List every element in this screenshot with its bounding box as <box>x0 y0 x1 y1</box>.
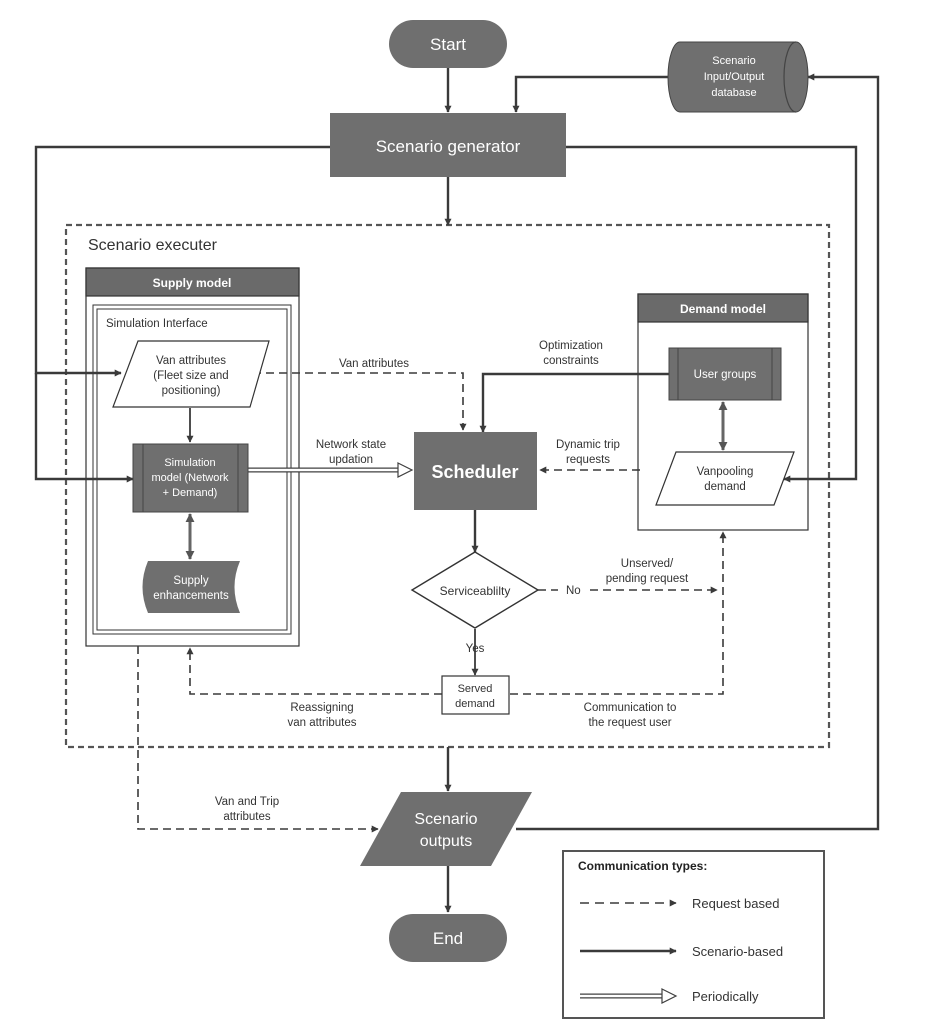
label-unserved-2: pending request <box>606 573 689 585</box>
supply-model-title: Supply model <box>153 276 232 290</box>
edge-supply-to-outputs <box>137 646 379 833</box>
start-node: Start <box>389 20 507 68</box>
scheduler-node: Scheduler <box>414 432 537 510</box>
served-demand-line-2: demand <box>455 698 495 710</box>
served-demand-line-1: Served <box>458 683 493 695</box>
supply-enhancements-line-1: Supply <box>173 575 208 587</box>
start-label: Start <box>430 35 466 54</box>
end-node: End <box>389 914 507 962</box>
legend-scenario-label: Scenario-based <box>692 944 783 959</box>
label-communication-2: the request user <box>588 717 671 729</box>
edge-db-to-generator <box>512 75 668 113</box>
edge-generator-to-van-attributes <box>34 145 330 377</box>
label-no: No <box>566 585 581 597</box>
served-demand-node: Served demand <box>441 675 510 715</box>
label-reassigning-1: Reassigning <box>290 702 353 714</box>
scenario-outputs-line-2: outputs <box>420 833 472 850</box>
supply-enhancements-node: Supply enhancements <box>142 561 240 613</box>
label-reassigning-2: van attributes <box>287 717 356 729</box>
demand-model-title: Demand model <box>680 302 766 316</box>
legend-title: Communication types: <box>578 859 707 873</box>
scenario-outputs-node: Scenario outputs <box>360 792 532 866</box>
van-attributes-line-1: Van attributes <box>156 355 226 367</box>
edge-served-to-supply <box>186 647 442 695</box>
label-unserved-1: Unserved/ <box>621 558 674 570</box>
edge-served-to-demand <box>510 531 727 695</box>
user-groups-node: User groups <box>668 347 782 401</box>
database-line-2: Input/Output <box>704 71 765 83</box>
database-line-3: database <box>711 87 756 99</box>
label-network-state-2: updation <box>329 454 373 466</box>
simulation-model-line-3: + Demand) <box>163 487 218 499</box>
edge-van-attributes-to-scheduler <box>253 372 467 431</box>
scheduler-label: Scheduler <box>431 462 518 482</box>
vanpooling-demand-line-1: Vanpooling <box>697 466 754 478</box>
legend: Communication types: Request based Scena… <box>562 850 825 1019</box>
edge-simulation-to-scheduler <box>247 462 414 478</box>
edge-generator-to-simulation-model <box>34 373 134 483</box>
label-van-and-trip-2: attributes <box>223 811 271 823</box>
simulation-interface-label: Simulation Interface <box>106 318 208 330</box>
label-dynamic-trip-1: Dynamic trip <box>556 439 620 451</box>
edge-generator-to-vanpooling <box>566 145 858 483</box>
simulation-model-line-2: model (Network <box>151 472 229 484</box>
vanpooling-demand-line-2: demand <box>704 481 746 493</box>
scenario-outputs-line-1: Scenario <box>414 811 477 828</box>
van-attributes-line-3: positioning) <box>162 385 221 397</box>
legend-periodic-label: Periodically <box>692 989 759 1004</box>
supply-enhancements-line-2: enhancements <box>153 590 229 602</box>
legend-request-label: Request based <box>692 896 779 911</box>
label-optimization-2: constraints <box>543 355 599 367</box>
label-dynamic-trip-2: requests <box>566 454 610 466</box>
edge-outputs-to-database <box>516 73 880 831</box>
serviceability-node: Serviceablilty <box>410 551 540 629</box>
label-yes: Yes <box>466 643 485 655</box>
label-network-state-1: Network state <box>316 439 386 451</box>
van-attributes-line-2: (Fleet size and <box>153 370 228 382</box>
end-label: End <box>433 929 463 948</box>
label-van-and-trip-1: Van and Trip <box>215 796 279 808</box>
database-node: Scenario Input/Output database <box>667 41 809 113</box>
simulation-model-node: Simulation model (Network + Demand) <box>132 443 249 513</box>
label-van-attributes: Van attributes <box>339 358 409 370</box>
legend-periodic-line <box>580 988 678 1004</box>
simulation-model-line-1: Simulation <box>164 457 215 469</box>
label-optimization-1: Optimization <box>539 340 603 352</box>
edge-user-groups-to-scheduler <box>479 372 669 433</box>
user-groups-label: User groups <box>694 369 757 381</box>
scenario-generator-node: Scenario generator <box>330 113 566 177</box>
serviceability-label: Serviceablilty <box>440 584 511 598</box>
van-attributes-node: Van attributes (Fleet size and positioni… <box>112 340 270 408</box>
scenario-executer-label: Scenario executer <box>88 237 218 254</box>
database-line-1: Scenario <box>712 55 755 67</box>
vanpooling-demand-node: Vanpooling demand <box>655 451 795 506</box>
scenario-generator-label: Scenario generator <box>376 137 521 156</box>
label-communication-1: Communication to <box>584 702 677 714</box>
